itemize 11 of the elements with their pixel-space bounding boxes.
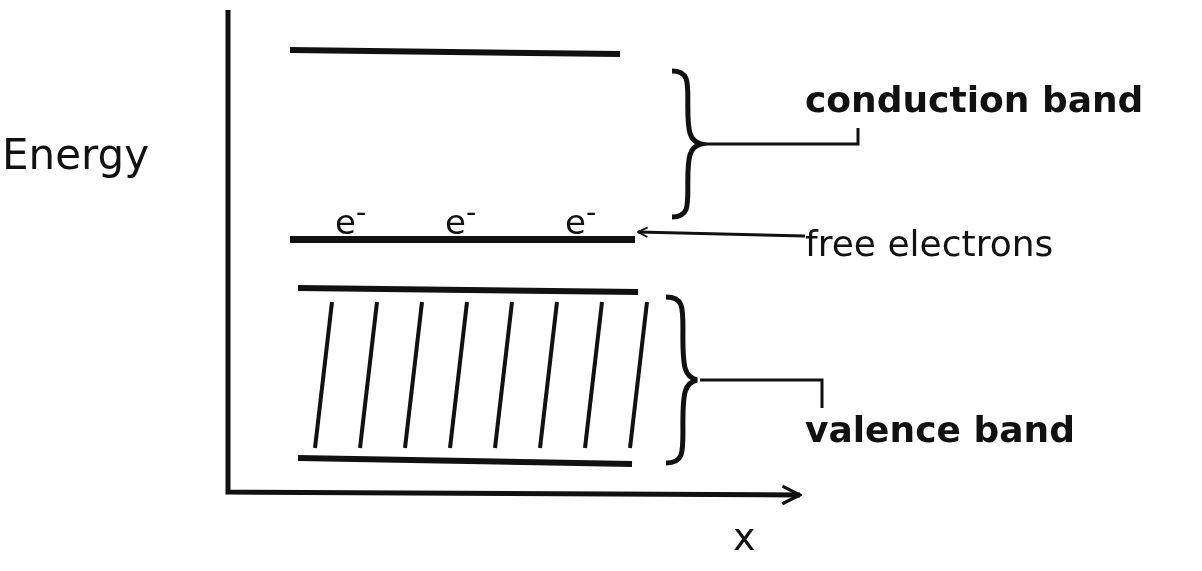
electron-symbol: e$^{-}$ xyxy=(565,196,597,244)
band-label: valence band xyxy=(805,408,1075,452)
axis-label: x xyxy=(733,515,756,561)
leader-line xyxy=(700,378,824,408)
electron-symbol: e$^{-}$ xyxy=(445,196,477,244)
band-label: conduction band xyxy=(805,78,1144,122)
electron-label: free electrons xyxy=(805,222,1054,266)
arrow xyxy=(637,226,806,238)
leader-line xyxy=(704,128,860,146)
axis-label: Energy xyxy=(2,130,150,181)
electron-symbol: e$^{-}$ xyxy=(335,196,367,244)
